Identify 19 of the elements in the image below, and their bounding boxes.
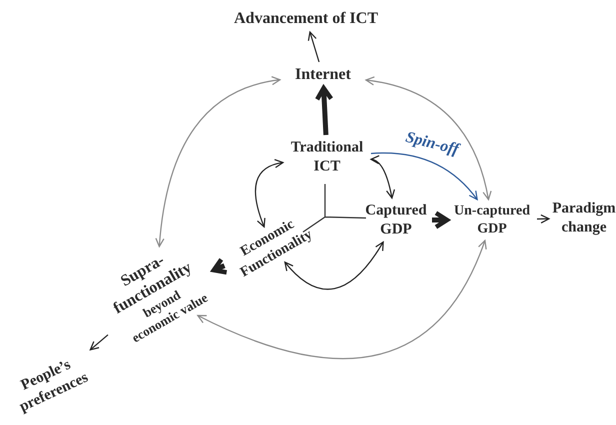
arrow [536,214,550,224]
arrow [156,76,281,248]
arrow [370,156,395,199]
arrow [90,334,108,350]
arrow [308,31,320,62]
node-label: Captured GDP [363,201,429,239]
thick-arrow [432,210,450,230]
arrow [365,76,492,200]
arrow [370,152,478,200]
node-label: Paradigm change [552,199,616,237]
arrow [254,160,284,228]
arrow [284,241,384,290]
node-label: Internet [283,65,363,85]
thick-arrow [314,86,334,136]
node-label: Un-captured GDP [450,202,534,238]
arrow [197,240,486,359]
node-label: Traditional ICT [286,138,368,176]
thick-arrow [212,257,229,275]
node-label: Advancement of ICT [221,9,391,29]
